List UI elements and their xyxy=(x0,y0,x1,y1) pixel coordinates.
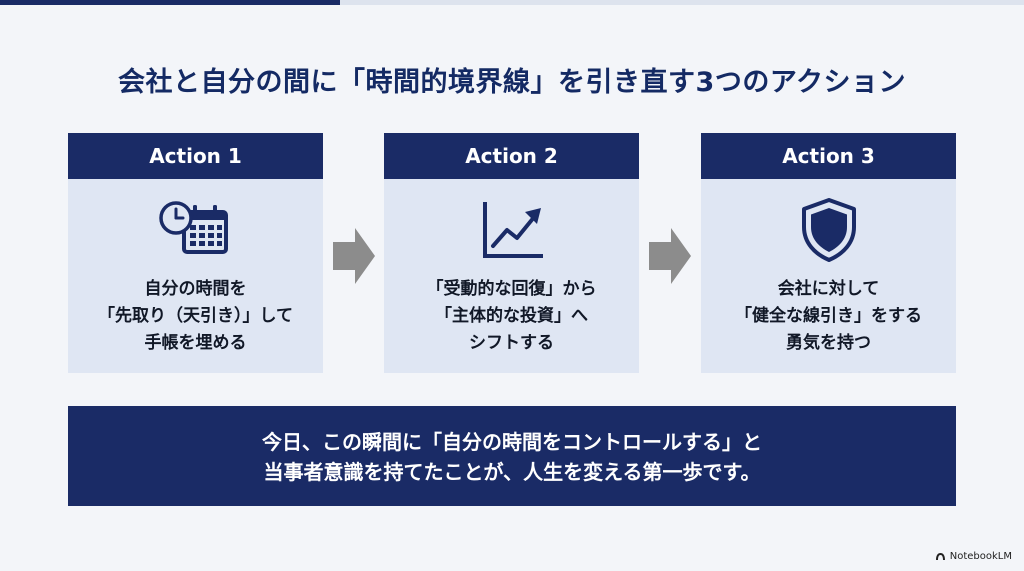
trend-up-chart-icon xyxy=(384,195,639,265)
action-card-2: Action 2 「受動的な回復」から 「主体的な投資」へ シフトする xyxy=(384,133,639,373)
action-card-2-line-3: シフトする xyxy=(469,333,554,353)
summary-banner: 今日、この瞬間に「自分の時間をコントロールする」と 当事者意識を持てたことが、人… xyxy=(68,406,956,506)
action-card-1-text: 自分の時間を 「先取り（天引き）」して 手帳を埋める xyxy=(68,276,323,357)
page-title: 会社と自分の間に「時間的境界線」を引き直す3つのアクション xyxy=(118,67,906,98)
action-card-2-line-1: 「受動的な回復」から xyxy=(426,279,597,299)
action-card-1-line-2: 「先取り（天引き）」して xyxy=(98,306,293,326)
brand-watermark: NotebookLM xyxy=(935,551,1012,562)
summary-banner-line-1: 今日、この瞬間に「自分の時間をコントロールする」と xyxy=(262,430,762,454)
brand-label: NotebookLM xyxy=(949,551,1012,562)
right-arrow-icon xyxy=(333,228,375,284)
action-card-1-header: Action 1 xyxy=(68,133,323,179)
action-card-1-line-3: 手帳を埋める xyxy=(144,333,247,353)
right-arrow-icon xyxy=(649,228,691,284)
action-card-2-text: 「受動的な回復」から 「主体的な投資」へ シフトする xyxy=(384,276,639,357)
summary-banner-line-2: 当事者意識を持てたことが、人生を変える第一歩です。 xyxy=(263,460,761,484)
action-card-1: Action 1 xyxy=(68,133,323,373)
action-card-3-line-3: 勇気を持つ xyxy=(786,333,871,353)
action-card-3: Action 3 会社に対して 「健全な線引き」をする 勇気を持つ xyxy=(701,133,956,373)
notebooklm-logo-icon xyxy=(935,553,945,560)
action-card-3-text: 会社に対して 「健全な線引き」をする 勇気を持つ xyxy=(701,276,956,357)
action-card-1-line-1: 自分の時間を xyxy=(144,279,247,299)
action-card-3-header: Action 3 xyxy=(701,133,956,179)
action-card-3-line-1: 会社に対して xyxy=(777,279,880,299)
action-card-2-header: Action 2 xyxy=(384,133,639,179)
shield-icon xyxy=(701,195,956,265)
top-progress-bar xyxy=(0,0,1024,5)
action-card-3-line-2: 「健全な線引き」をする xyxy=(735,306,922,326)
action-card-2-line-2: 「主体的な投資」へ xyxy=(435,306,588,326)
clock-calendar-icon xyxy=(68,195,323,265)
top-progress-accent xyxy=(0,0,340,5)
